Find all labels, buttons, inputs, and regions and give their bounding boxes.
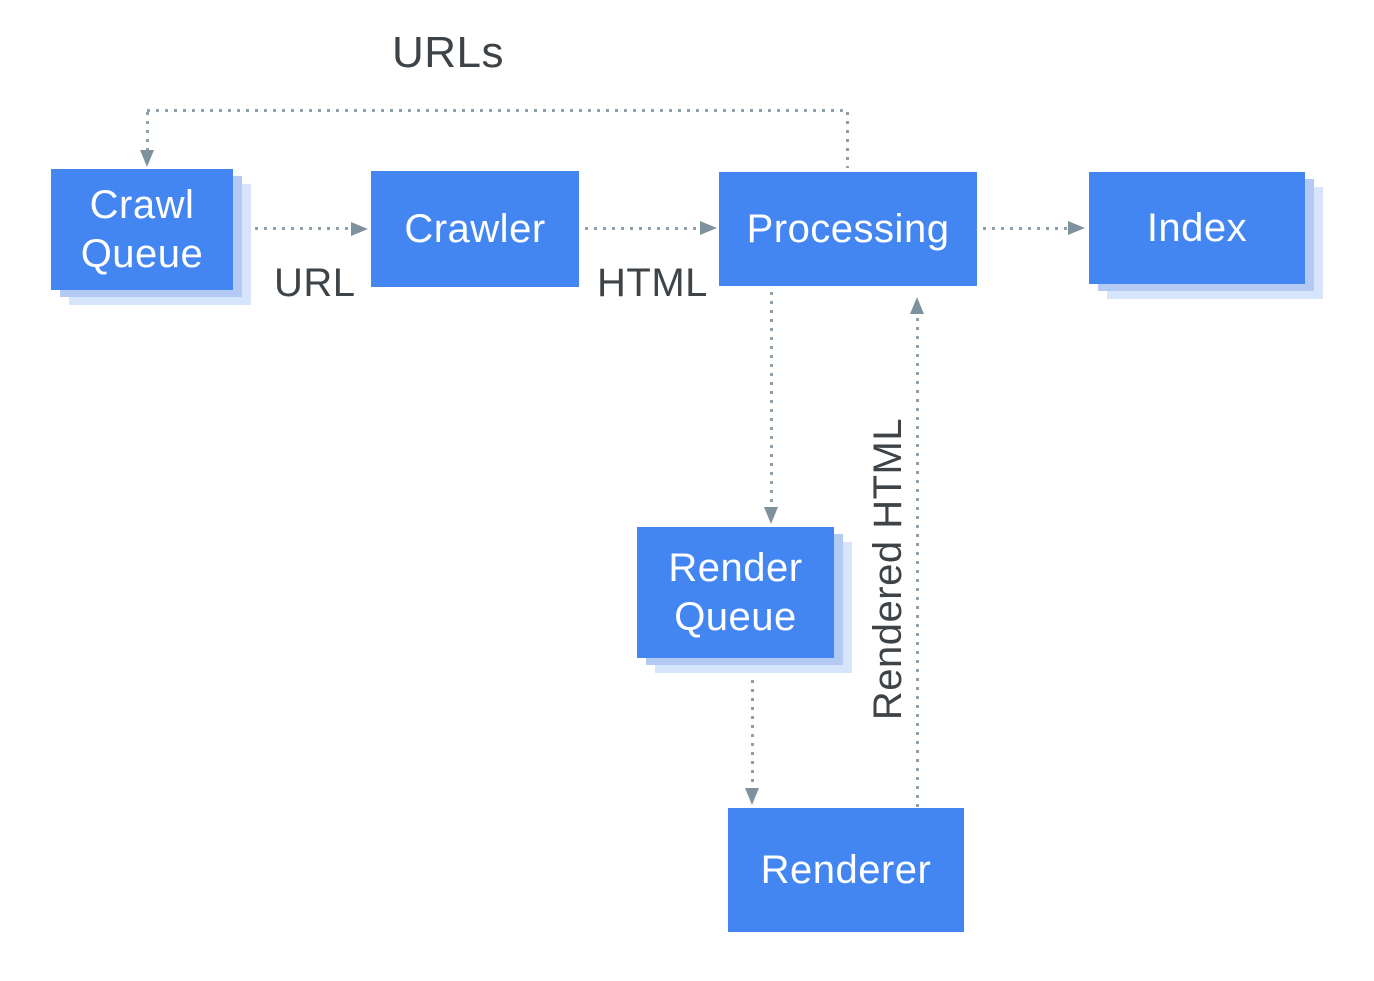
edge-renderer-to-processing-line <box>916 318 919 808</box>
node-renderer: Renderer <box>728 808 964 932</box>
edge-label-html: HTML <box>597 261 708 305</box>
edge-crawler-to-processing-line <box>585 227 700 230</box>
edge-label-urls: URLs <box>392 28 505 77</box>
arrowhead-into-crawler <box>351 222 368 236</box>
node-crawl-queue: Crawl Queue <box>51 169 233 290</box>
edge-urls-left-vertical-line <box>146 112 149 150</box>
node-label-processing: Processing <box>746 206 950 251</box>
arrowhead-up-into-processing <box>910 297 924 314</box>
arrowhead-into-render-queue <box>764 507 778 524</box>
edge-label-url: URL <box>274 261 356 305</box>
arrowhead-into-processing <box>700 221 717 235</box>
edge-renderqueue-to-renderer-line <box>751 680 754 790</box>
node-processing: Processing <box>719 172 977 286</box>
arrowhead-into-renderer <box>745 788 759 805</box>
node-crawler: Crawler <box>371 171 579 287</box>
edge-processing-to-renderqueue-line <box>770 292 773 508</box>
node-label-render-queue: Render Queue <box>668 545 803 639</box>
node-index: Index <box>1089 172 1305 284</box>
edge-label-rendered-html: Rendered HTML <box>866 417 910 721</box>
edge-urls-horizontal-line <box>147 109 848 112</box>
edge-urls-right-vertical-line <box>846 112 849 168</box>
edge-processing-to-index-line <box>983 227 1068 230</box>
node-label-index: Index <box>1146 205 1248 250</box>
node-label-crawler: Crawler <box>404 206 546 251</box>
arrowhead-into-index <box>1068 221 1085 235</box>
node-label-renderer: Renderer <box>760 847 932 892</box>
node-label-crawl-queue: Crawl Queue <box>80 182 204 276</box>
arrowhead-into-crawl-queue <box>140 150 154 167</box>
edge-crawlqueue-to-crawler-line <box>255 227 351 230</box>
node-render-queue: Render Queue <box>637 527 834 658</box>
